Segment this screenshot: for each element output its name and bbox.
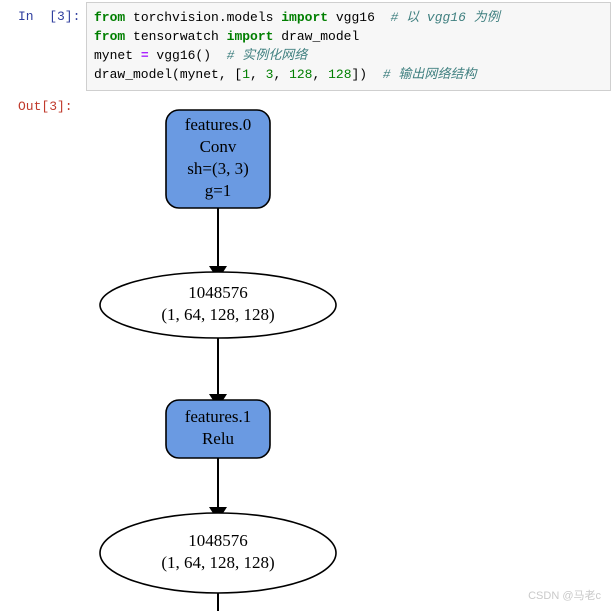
notebook-cell: In [3]: from torchvision.models import v… [0,0,611,114]
code-token: from [94,10,126,25]
code-token: , [273,67,290,82]
code-lines: from torchvision.models import vgg16 # 以… [94,8,610,84]
graph-node[interactable]: 1048576 (1, 64, 128, 128) [99,512,337,594]
node-label: Relu [202,429,235,448]
code-token: 1 [242,67,251,82]
code-token: vgg16() [148,48,227,63]
input-prompt-label: In [3]: [18,9,81,24]
code-token: , [312,67,329,82]
code-token: mynet [94,48,141,63]
code-token: # 以 vgg16 为例 [390,10,500,25]
tensor-node-shape [99,271,337,339]
node-label: Conv [200,137,237,156]
code-token: vgg16 [328,10,391,25]
code-line: from torchvision.models import vgg16 # 以… [94,8,610,27]
code-token: 128 [328,67,352,82]
code-token: 128 [289,67,313,82]
node-label: (1, 64, 128, 128) [161,305,274,324]
code-token: from [94,29,126,44]
code-token: import [226,29,274,44]
graph-node[interactable]: 1048576 (1, 64, 128, 128) [99,271,337,339]
code-token: import [281,10,329,25]
csdn-watermark: CSDN @马老c [528,590,601,602]
code-token: ]) [351,67,383,82]
op-node-shape [165,399,271,459]
code-token: torchvision.models [125,10,282,25]
code-token: draw_model(mynet, [ [94,67,243,82]
code-editor-area[interactable]: from torchvision.models import vgg16 # 以… [86,2,611,91]
code-token: = [140,48,149,63]
code-line: mynet = vgg16() # 实例化网络 [94,46,610,65]
node-label: 1048576 [188,531,248,550]
code-line: from tensorwatch import draw_model [94,27,610,46]
tensor-node-shape [99,512,337,594]
node-label: g=1 [205,181,232,200]
node-label: (1, 64, 128, 128) [161,553,274,572]
node-label: features.0 [185,115,252,134]
node-label: 1048576 [188,283,248,302]
code-token: # 实例化网络 [226,48,308,63]
node-label: sh=(3, 3) [187,159,249,178]
code-token: # 输出网络结构 [382,67,477,82]
code-token: 3 [265,67,274,82]
output-prompt-label: Out[3]: [18,99,73,114]
code-token: , [250,67,266,82]
code-token: draw_model [273,29,360,44]
op-node-shape [165,109,271,209]
code-token: tensorwatch [125,29,227,44]
node-label: features.1 [185,407,252,426]
code-line: draw_model(mynet, [1, 3, 128, 128]) # 输出… [94,65,610,84]
